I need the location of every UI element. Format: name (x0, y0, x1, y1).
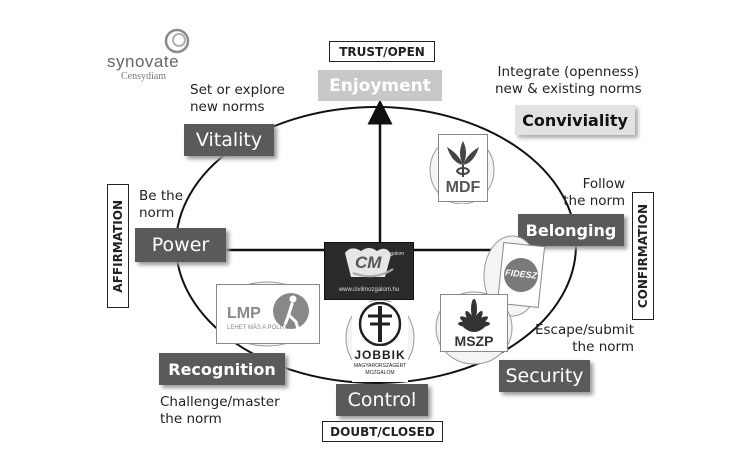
mszp-flower-icon (458, 299, 490, 332)
quadrant-recognition: Recognition (159, 353, 285, 385)
synovate-logo: synovate Censydiam (105, 28, 195, 83)
axis-label-right-text: CONFIRMATION (636, 203, 650, 309)
axis-label-left-text: AFFIRMATION (111, 199, 125, 293)
quadrant-control: Control (336, 384, 428, 416)
fidesz-orange-icon (504, 258, 538, 292)
lmp-walker-icon (273, 293, 309, 331)
jobbik-card: JOBBIK MAGYARORSZÁGÉRT MOZGALOM (352, 302, 408, 382)
quadrant-security: Security (499, 360, 590, 392)
mdf-card: MDF (438, 134, 488, 202)
civil-mozgalom-url: www.civilmozgalom.hu (338, 287, 400, 293)
axis-label-left: AFFIRMATION (107, 184, 129, 308)
note-line: new norms (190, 99, 265, 115)
mdf-logo: MDF (428, 130, 496, 204)
civil-mozgalom-initials: CM (355, 253, 382, 272)
lmp-tagline: LEHET MÁS A POLITIKA (227, 325, 295, 331)
note-line: the norm (160, 411, 222, 427)
note-line: Follow (582, 176, 625, 192)
jobbik-tagline-1: MAGYARORSZÁGÉRT (353, 363, 407, 369)
brand-name: synovate (107, 52, 180, 71)
note-power: Be the norm (139, 188, 183, 222)
note-vitality: Set or explore new norms (190, 82, 285, 116)
mszp-card: MSZP (440, 294, 508, 352)
note-line: the norm (572, 339, 634, 355)
jobbik-logo: JOBBIK MAGYARORSZÁGÉRT MOZGALOM (340, 298, 420, 386)
mszp-logo: MSZP (434, 290, 514, 366)
axis-label-right: CONFIRMATION (632, 192, 654, 320)
mdf-label: MDF (445, 179, 481, 196)
jobbik-cross-icon (358, 302, 402, 346)
note-line: Integrate (openness) (497, 64, 640, 80)
note-line: Be the (139, 188, 184, 204)
axis-label-bottom: DOUBT/CLOSED (322, 421, 443, 442)
civil-mozgalom-small: Mozgalom (381, 251, 405, 257)
note-conviviality: Integrate (openness) new & existing norm… (495, 64, 642, 98)
lmp-card: LMP LEHET MÁS A POLITIKA (216, 284, 320, 344)
note-line: Challenge/master (160, 394, 280, 410)
note-line: the norm (563, 193, 625, 209)
civil-mozgalom-logo: CM Mozgalom www.civilmozgalom.hu (324, 242, 414, 300)
axis-label-top: TRUST/OPEN (329, 41, 435, 62)
note-recognition: Challenge/master the norm (160, 394, 280, 428)
quadrant-belonging: Belonging (518, 214, 624, 246)
mszp-label: MSZP (454, 333, 494, 349)
note-security: Escape/submit the norm (534, 322, 634, 356)
note-line: new & existing norms (495, 81, 642, 97)
note-line: Escape/submit (534, 322, 634, 338)
civil-mozgalom-emblem-icon (345, 248, 394, 278)
quadrant-enjoyment: Enjoyment (318, 70, 442, 101)
jobbik-tagline-2: MOZGALOM (365, 370, 395, 376)
synovate-swirl-icon (164, 28, 190, 54)
mdf-tulip-icon (447, 141, 479, 177)
quadrant-conviviality: Conviviality (515, 105, 635, 135)
lmp-label: LMP (227, 305, 261, 322)
lmp-logo: LMP LEHET MÁS A POLITIKA (212, 280, 322, 348)
note-belonging: Follow the norm (563, 176, 625, 210)
fidesz-card: FIDESZ (496, 241, 546, 309)
quadrant-power: Power (135, 228, 226, 262)
quadrant-vitality: Vitality (184, 124, 274, 156)
jobbik-label: JOBBIK (354, 348, 406, 362)
note-line: Set or explore (190, 82, 285, 98)
note-line: norm (139, 205, 175, 221)
brand-subname: Censydiam (121, 71, 166, 82)
